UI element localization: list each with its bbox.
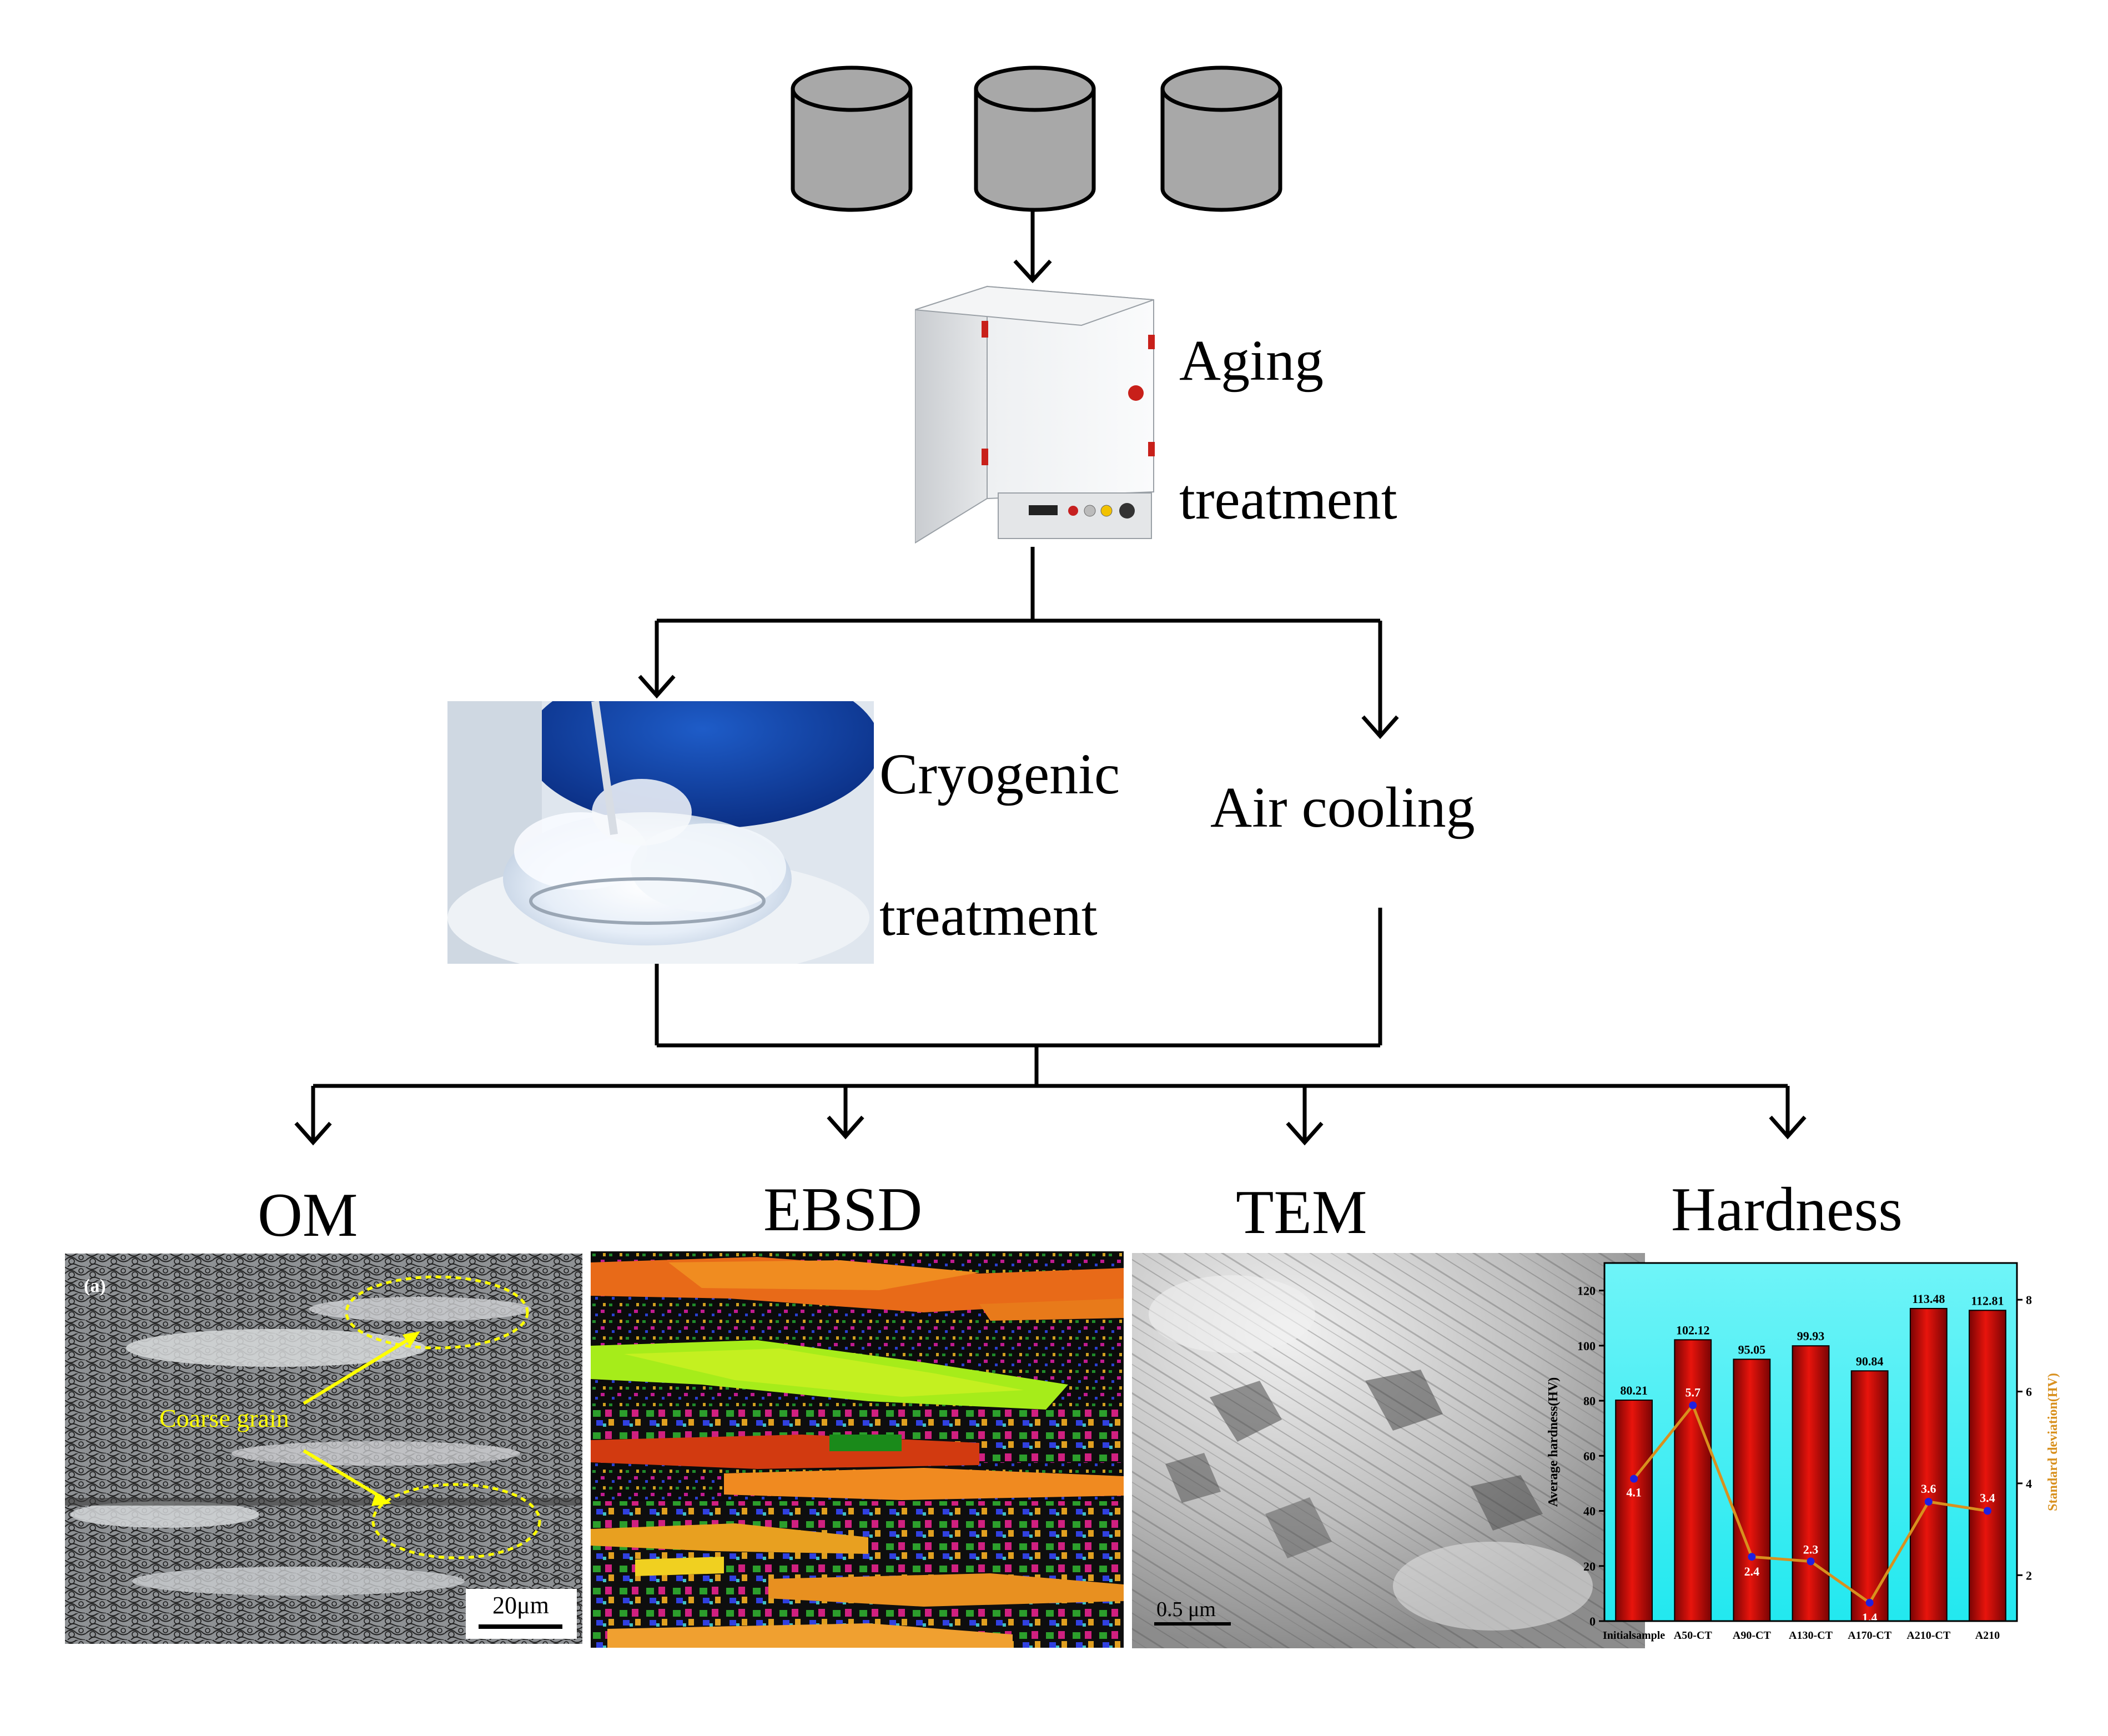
std-deviation-point — [1748, 1553, 1756, 1561]
std-deviation-point — [1924, 1498, 1933, 1506]
std-deviation-point — [1865, 1598, 1874, 1607]
x-tick-label: A210-CT — [1906, 1629, 1951, 1642]
y-tick-label: 80 — [1583, 1394, 1596, 1408]
om-panel-tag: (a) — [84, 1276, 106, 1296]
y-tick-label: 20 — [1583, 1559, 1596, 1573]
std-deviation-point — [1630, 1475, 1638, 1483]
std-deviation-label: 3.6 — [1921, 1482, 1936, 1496]
y-tick-label: 60 — [1583, 1449, 1596, 1463]
aging-label-line1: Aging — [1179, 329, 1324, 393]
bar-value-label: 95.05 — [1738, 1342, 1766, 1356]
tem-micrograph: 0.5 μm — [1132, 1253, 1645, 1648]
coarse-grain-annotation: Coarse grain — [159, 1404, 289, 1432]
x-tick-label: A130-CT — [1789, 1629, 1833, 1642]
std-deviation-label: 4.1 — [1626, 1486, 1642, 1499]
heading-ebsd: EBSD — [763, 1175, 923, 1244]
y-tick-label: 0 — [1589, 1614, 1596, 1628]
std-deviation-point — [1983, 1507, 1991, 1515]
x-tick-label: A210 — [1975, 1629, 2000, 1642]
aging-oven-image — [915, 285, 1155, 544]
heading-tem: TEM — [1236, 1178, 1367, 1247]
hardness-bar — [1969, 1310, 2006, 1622]
ebsd-map — [591, 1251, 1124, 1648]
aging-label-line2: treatment — [1179, 467, 1397, 531]
y2-tick-label: 6 — [2026, 1385, 2032, 1399]
plot-frame — [1603, 1262, 2018, 1622]
hardness-bar — [1615, 1400, 1653, 1622]
x-tick-label: A50-CT — [1674, 1629, 1713, 1642]
y2-axis-title: Standard deviation(HV) — [2046, 1373, 2060, 1511]
heading-om: OM — [258, 1181, 358, 1250]
std-deviation-label: 2.3 — [1803, 1543, 1819, 1557]
y-tick-label: 40 — [1583, 1504, 1596, 1518]
cryogenic-image — [447, 701, 874, 964]
std-deviation-label: 5.7 — [1685, 1385, 1701, 1399]
x-tick-label: A90-CT — [1733, 1629, 1772, 1642]
std-deviation-label: 2.4 — [1744, 1564, 1760, 1578]
std-deviation-label: 3.4 — [1980, 1491, 1995, 1505]
cryogenic-label-line1: Cryogenic — [879, 742, 1120, 806]
bar-value-label: 90.84 — [1856, 1354, 1884, 1368]
hardness-bar — [1792, 1345, 1830, 1622]
bar-value-label: 102.12 — [1676, 1323, 1710, 1337]
y-tick-label: 100 — [1577, 1339, 1596, 1353]
std-deviation-label: 1.4 — [1862, 1611, 1878, 1624]
hardness-bar — [1733, 1358, 1771, 1622]
hardness-bar — [1674, 1339, 1712, 1622]
heading-hardness: Hardness — [1671, 1175, 1903, 1244]
y2-tick-label: 2 — [2026, 1568, 2032, 1582]
bar-value-label: 99.93 — [1797, 1329, 1825, 1343]
sample-cylinders — [791, 66, 1282, 212]
om-micrograph: (a) Coarse grain 20μm — [65, 1254, 582, 1644]
std-deviation-point — [1689, 1401, 1697, 1410]
bar-value-label: 80.21 — [1620, 1383, 1648, 1397]
bar-value-label: 113.48 — [1912, 1292, 1945, 1306]
cylinder-1 — [791, 66, 913, 212]
tem-scale-bar-label: 0.5 μm — [1156, 1598, 1216, 1621]
y-tick-label: 120 — [1577, 1284, 1596, 1298]
y2-tick-label: 4 — [2026, 1477, 2032, 1491]
x-tick-label: A170-CT — [1848, 1629, 1892, 1642]
cylinder-2 — [974, 66, 1096, 212]
cryogenic-label-line2: treatment — [879, 884, 1098, 948]
x-tick-label: Initialsample — [1603, 1629, 1665, 1642]
y-axis-title: Average hardness(HV) — [1546, 1377, 1561, 1507]
hardness-bar — [1909, 1307, 1948, 1622]
bar-value-label: 112.81 — [1971, 1294, 2004, 1307]
y2-tick-label: 8 — [2026, 1293, 2032, 1307]
cylinder-3 — [1160, 66, 1282, 212]
air-cooling-label: Air cooling — [1210, 776, 1475, 839]
std-deviation-point — [1807, 1557, 1815, 1566]
om-scale-bar-label: 20μm — [492, 1592, 549, 1619]
